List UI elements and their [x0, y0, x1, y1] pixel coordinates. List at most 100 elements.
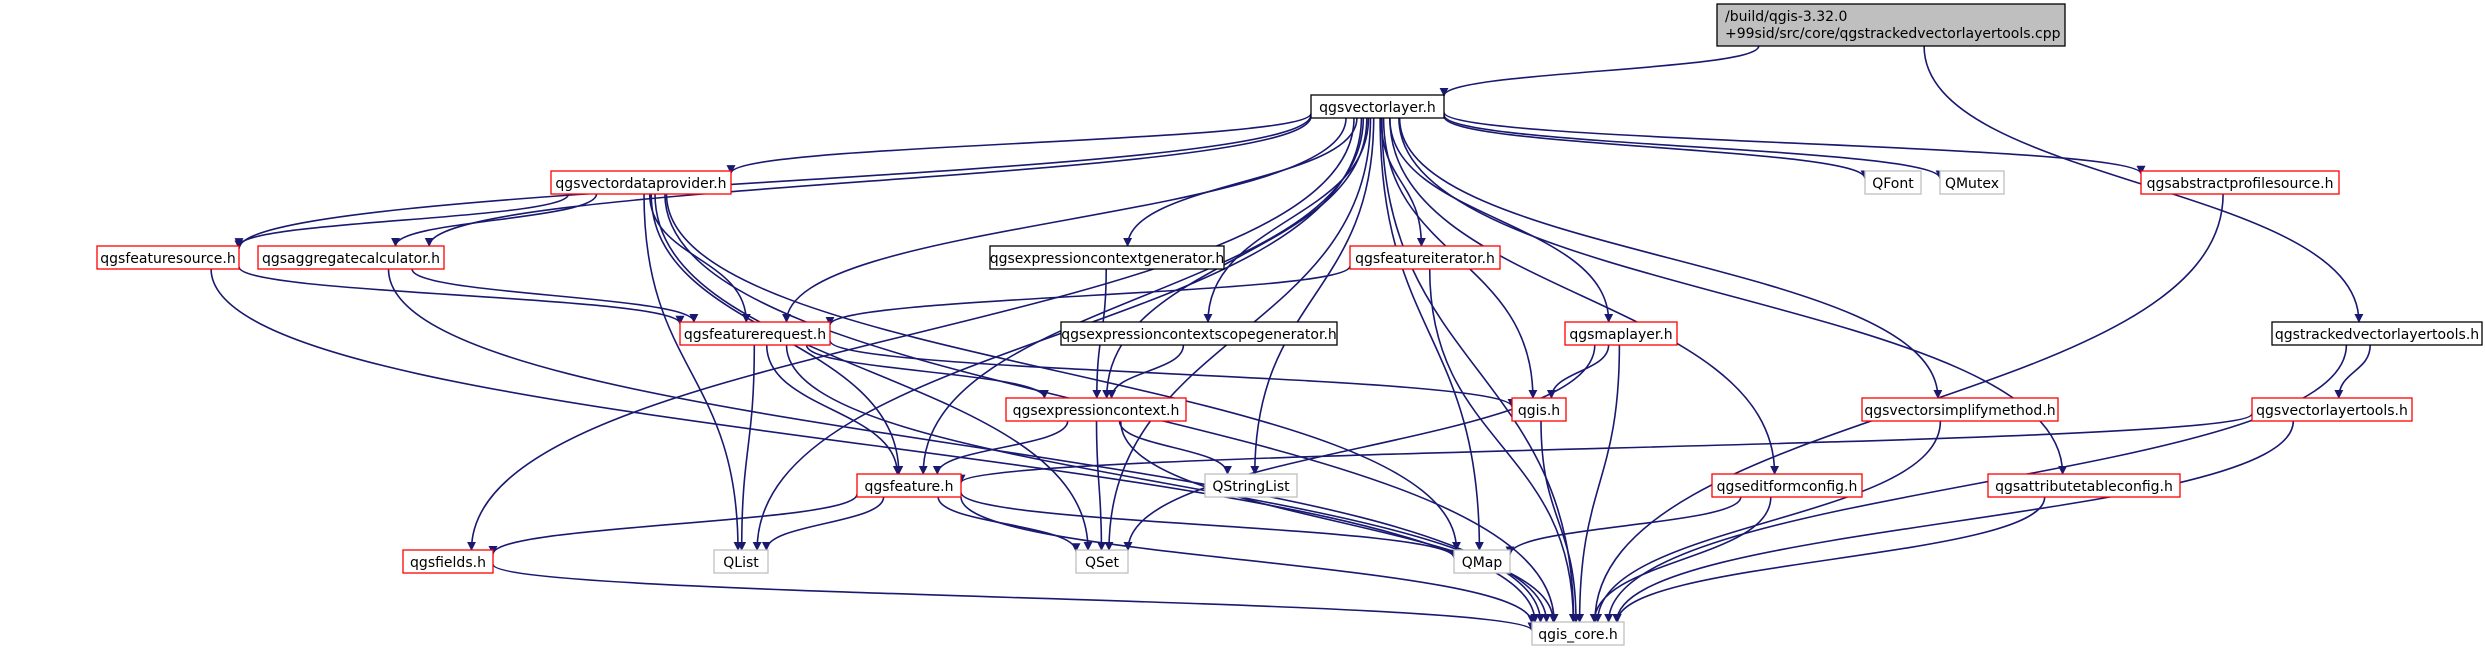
dependency-edge: [829, 340, 1517, 408]
node-qgsabstractprofilesource[interactable]: qgsabstractprofilesource.h: [2140, 170, 2340, 195]
dependency-edge: [391, 193, 598, 247]
node-qgsexpressioncontext[interactable]: qgsexpressioncontext.h: [1005, 397, 1187, 422]
node-label: /build/qgis-3.32.0: [1725, 9, 1847, 25]
dependency-edge: [1612, 420, 2295, 623]
dependency-edge: [1123, 344, 1596, 551]
dependency-edge: [960, 492, 1459, 559]
node-label: qgsexpressioncontext.h: [1013, 403, 1180, 419]
node-label: qgsfields.h: [410, 555, 486, 571]
dependency-edge: [1575, 344, 1621, 623]
dependency-edge: [1612, 496, 2046, 623]
node-label: qgseditformconfig.h: [1717, 479, 1858, 495]
node-qgsfeaturerequest[interactable]: qgsfeaturerequest.h: [679, 321, 831, 346]
dependency-edge: [1589, 496, 1772, 623]
dependency-edge: [1379, 117, 1484, 551]
node-label: qgsfeaturerequest.h: [684, 327, 826, 343]
node-label: qgsexpressioncontextgenerator.h: [990, 251, 1225, 267]
nodes-layer: /build/qgis-3.32.0 +99sid/src/core/qgstr…: [96, 3, 2483, 646]
node-label: QStringList: [1212, 479, 1290, 495]
node-label: QMutex: [1945, 176, 1999, 192]
dependency-edge: [825, 265, 1351, 326]
dependency-edge: [1119, 420, 1558, 623]
dependency-edge: [1443, 111, 2146, 175]
dependency-edge: [1389, 117, 1780, 475]
dependency-edge: [782, 117, 1347, 323]
node-qlist[interactable]: QList: [713, 549, 769, 574]
dependency-edge: [932, 420, 1069, 475]
dependency-edge: [1250, 117, 1375, 475]
dependency-edge: [665, 193, 1461, 551]
node-label: qgsfeature.h: [865, 479, 954, 495]
node-qgis-core[interactable]: qgis_core.h: [1531, 621, 1625, 646]
dependency-edge: [761, 496, 885, 551]
dependency-edge: [1095, 420, 1106, 551]
node-qgsmaplayer[interactable]: qgsmaplayer.h: [1564, 321, 1678, 346]
node-qset[interactable]: QSet: [1075, 549, 1129, 574]
node-qfont[interactable]: QFont: [1864, 170, 1922, 195]
dependency-edge: [648, 193, 751, 323]
dependency-edge: [1428, 268, 1578, 623]
dependency-edge: [752, 117, 1363, 551]
node-qgsfeatureiterator[interactable]: qgsfeatureiterator.h: [1349, 245, 1501, 270]
dependency-edge: [765, 344, 902, 475]
dependency-edge: [2334, 344, 2371, 399]
node-label: qgsmaplayer.h: [1569, 327, 1672, 343]
node-qgsvectorsimplifymethod[interactable]: qgsvectorsimplifymethod.h: [1861, 397, 2059, 422]
node-label: qgsvectordataprovider.h: [555, 176, 726, 192]
node-qmutex[interactable]: QMutex: [1939, 170, 2005, 195]
node-qgsfeaturesource[interactable]: qgsfeaturesource.h: [96, 245, 240, 270]
node-qmap[interactable]: QMap: [1453, 549, 1511, 574]
dependency-edge: [960, 496, 1537, 625]
node-qgsattributetableconfig[interactable]: qgsattributetableconfig.h: [1987, 473, 2181, 498]
dependency-edge: [1505, 496, 1742, 556]
node-qgsexpressioncontextscopegenerator[interactable]: qgsexpressioncontextscopegenerator.h: [1060, 321, 1338, 346]
node-qgseditformconfig[interactable]: qgseditformconfig.h: [1711, 473, 1863, 498]
dependency-edge: [234, 193, 570, 248]
dependency-edge: [238, 266, 685, 325]
dependency-edge: [1389, 117, 1614, 323]
node-root-file[interactable]: /build/qgis-3.32.0 +99sid/src/core/qgstr…: [1716, 3, 2066, 47]
dependency-edge: [805, 344, 1049, 399]
node-qgis[interactable]: qgis.h: [1511, 397, 1567, 422]
dependency-edge: [488, 493, 858, 555]
node-qstringlist[interactable]: QStringList: [1204, 473, 1298, 498]
node-label: qgsexpressioncontextscopegenerator.h: [1061, 327, 1337, 343]
node-label: +99sid/src/core/qgstrackedvectorlayertoo…: [1725, 26, 2061, 42]
node-qgstrackedvectorlayertools[interactable]: qgstrackedvectorlayertools.h: [2271, 321, 2483, 346]
dependency-edge: [1546, 344, 1610, 399]
dependency-edge: [1107, 344, 1185, 399]
node-qgsexpressioncontextgenerator[interactable]: qgsexpressioncontextgenerator.h: [989, 245, 1225, 270]
dependency-edge: [737, 344, 756, 551]
node-label: qgsabstractprofilesource.h: [2147, 176, 2334, 192]
dependency-edge: [1118, 420, 1232, 475]
dependency-edge: [643, 193, 743, 551]
dependency-edge: [1398, 117, 1943, 399]
node-qgsfeature[interactable]: qgsfeature.h: [856, 473, 962, 498]
node-label: qgsfeaturesource.h: [100, 251, 235, 267]
dependency-edge: [1593, 420, 1942, 623]
dependency-edge: [1102, 117, 1368, 399]
node-label: qgsaggregatecalculator.h: [262, 251, 440, 267]
node-label: qgsvectorlayer.h: [1319, 100, 1436, 116]
dependency-edge: [411, 268, 699, 323]
node-label: qgsvectorlayertools.h: [2256, 403, 2408, 419]
dependency-edge: [1540, 420, 1581, 623]
node-label: qgsattributetableconfig.h: [1995, 479, 2173, 495]
dependency-edge: [1380, 117, 1426, 247]
node-label: qgis.h: [1518, 403, 1560, 419]
node-label: QFont: [1872, 176, 1914, 192]
node-qgsvectorlayer[interactable]: qgsvectorlayer.h: [1310, 94, 1445, 119]
node-qgsfields[interactable]: qgsfields.h: [402, 549, 494, 574]
node-label: QSet: [1085, 555, 1120, 571]
dependency-edge: [234, 114, 1312, 250]
node-qgsaggregatecalculator[interactable]: qgsaggregatecalculator.h: [257, 245, 445, 270]
dependency-edge: [1439, 45, 1760, 97]
node-label: QList: [723, 555, 759, 571]
node-qgsvectordataprovider[interactable]: qgsvectordataprovider.h: [550, 170, 732, 195]
dependency-edge: [654, 193, 1093, 551]
node-qgsvectorlayertools[interactable]: qgsvectorlayertools.h: [2251, 397, 2413, 422]
dependency-edge: [467, 117, 1355, 551]
dependency-edge: [1443, 114, 1945, 180]
node-label: qgstrackedvectorlayertools.h: [2275, 327, 2479, 343]
